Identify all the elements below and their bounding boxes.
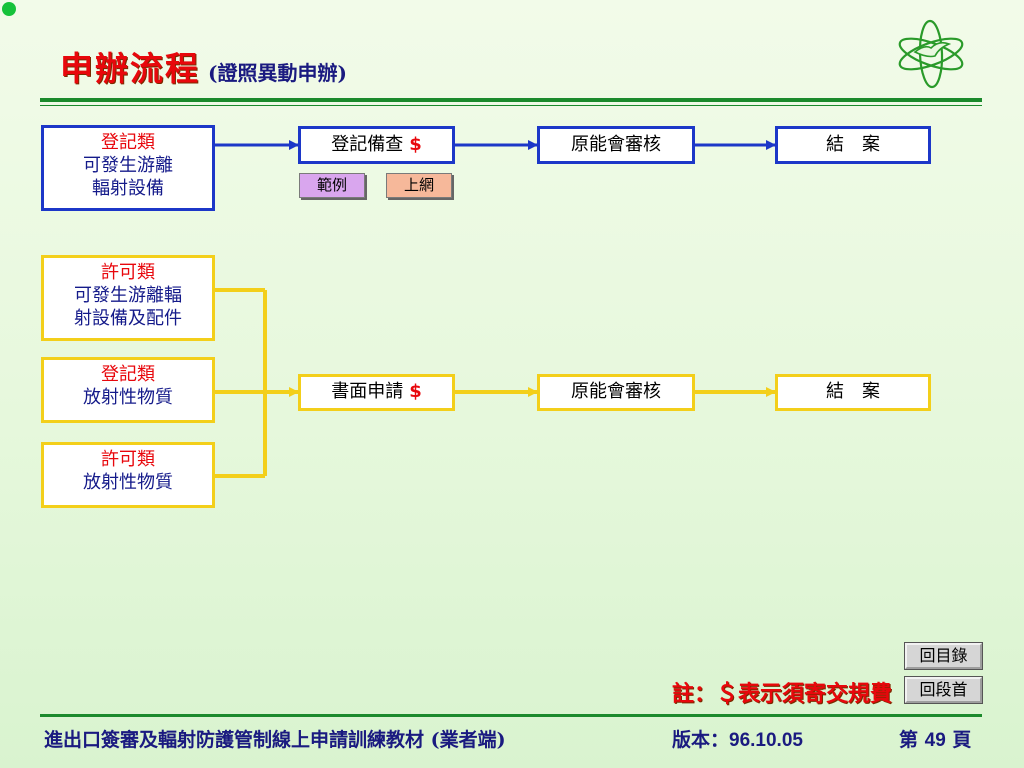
license-equipment-source-box: 許可類 可發生游離輻 射設備及配件	[41, 255, 215, 341]
table-of-contents-button[interactable]: 回目錄	[904, 642, 983, 670]
status-dot	[2, 2, 16, 16]
footer-rule	[40, 714, 982, 717]
footer-course-title: 進出口簽審及輻射防護管制線上申請訓練教材 (業者端)	[44, 729, 506, 751]
footer-page-number: 第 49 頁	[899, 729, 972, 751]
registration-material-source-box: 登記類 放射性物質	[41, 357, 215, 423]
registration-equipment-source-box: 登記類 可發生游離 輻射設備	[41, 125, 215, 211]
title-subtitle: (證照異動申辦)	[208, 61, 347, 85]
header-rule-thin	[40, 105, 982, 106]
fee-marker: $	[409, 381, 422, 402]
section-top-button[interactable]: 回段首	[904, 676, 983, 704]
header-rule-thick	[40, 98, 982, 102]
fee-marker: $	[409, 134, 422, 155]
registration-filing-step: 登記備查$	[298, 126, 455, 164]
online-button[interactable]: 上網	[386, 173, 452, 198]
title-main: 申辦流程	[60, 49, 200, 88]
license-material-source-box: 許可類 放射性物質	[41, 442, 215, 508]
case-closed-step-yellow: 結 案	[775, 374, 931, 411]
aec-review-step-blue: 原能會審核	[537, 126, 695, 164]
atom-logo-icon	[898, 19, 964, 89]
example-button[interactable]: 範例	[299, 173, 365, 198]
aec-review-step-yellow: 原能會審核	[537, 374, 695, 411]
fee-note: 註：＄表示須寄交規費	[671, 681, 892, 707]
case-closed-step-blue: 結 案	[775, 126, 931, 164]
written-application-step: 書面申請$	[298, 374, 455, 411]
page-title: 申辦流程 (證照異動申辦)	[60, 42, 347, 90]
footer-version: 版本：96.10.05	[672, 729, 803, 751]
